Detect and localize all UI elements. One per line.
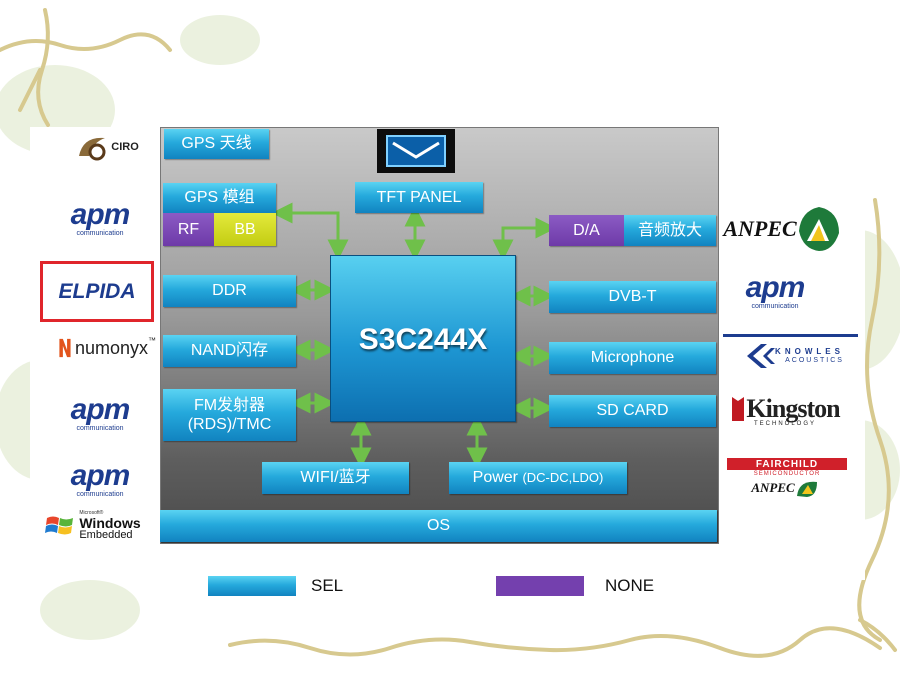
rf-block: RF bbox=[163, 213, 214, 246]
power-label: Power bbox=[472, 469, 518, 487]
fairchild-banner: FAIRCHILD bbox=[727, 458, 847, 470]
apm-sub-text: communication bbox=[76, 424, 124, 432]
wifi-label: WIFI/蓝牙 bbox=[300, 469, 371, 487]
fairchild-text: FAIRCHILD bbox=[755, 458, 819, 470]
ciro-swoosh-icon bbox=[79, 137, 106, 161]
apm-text: apm bbox=[70, 458, 131, 492]
tft-panel-label: TFT PANEL bbox=[376, 188, 462, 206]
ddr-label: DDR bbox=[212, 282, 247, 300]
numonyx-text: numonyx bbox=[74, 337, 148, 358]
numonyx-tm-text: ™ bbox=[148, 336, 156, 345]
apm-logo-2: apm communication bbox=[55, 392, 145, 434]
knowles-top-rule bbox=[723, 334, 858, 337]
nand-block: NAND闪存 bbox=[163, 335, 296, 367]
apm-sub-text: communication bbox=[76, 229, 124, 237]
gps-module-label: GPS 模组 bbox=[184, 189, 255, 207]
knowles-logo: KNOWLES ACOUSTICS bbox=[725, 340, 860, 372]
cpu-label: S3C244X bbox=[358, 323, 488, 356]
fm-label-line1: FM发射器 bbox=[193, 396, 266, 414]
windows-flag-icon bbox=[45, 516, 74, 535]
legend-sel-label: SEL bbox=[311, 576, 344, 595]
power-sub-label: (DC-DC,LDO) bbox=[522, 470, 604, 486]
windows-ms-text: Microsoft® bbox=[79, 510, 104, 516]
gps-antenna-block: GPS 天线 bbox=[164, 129, 269, 159]
legend-none-label: NONE bbox=[605, 576, 655, 595]
anpec2-emblem-icon bbox=[796, 481, 817, 497]
tft-panel-icon bbox=[377, 129, 455, 173]
power-block: Power (DC-DC,LDO) bbox=[449, 462, 627, 494]
knowles-text: KNOWLES bbox=[775, 346, 844, 356]
kingston-sub-text: TECHNOLOGY bbox=[753, 420, 816, 427]
windows-main-text: Windows bbox=[79, 515, 141, 531]
elpida-text: ELPIDA bbox=[58, 279, 136, 303]
bb-block: BB bbox=[214, 213, 276, 246]
sd-card-label: SD CARD bbox=[596, 402, 669, 420]
gps-module-block: GPS 模组 bbox=[163, 183, 276, 213]
da-block: D/A bbox=[549, 215, 624, 246]
apm-text: apm bbox=[70, 392, 131, 426]
apm-logo-right: apm communication bbox=[730, 270, 820, 312]
apm-logo-3: apm communication bbox=[55, 458, 145, 500]
legend-none-swatch bbox=[496, 576, 584, 596]
apm-sub-text: communication bbox=[76, 490, 124, 498]
kingston-text: Kingston bbox=[746, 393, 840, 423]
anpec-logo-1: ANPEC bbox=[722, 203, 842, 255]
ciro-logo: CIRO bbox=[62, 130, 152, 164]
microphone-block: Microphone bbox=[549, 342, 716, 374]
da-label: D/A bbox=[573, 221, 600, 239]
os-block: OS bbox=[160, 510, 717, 542]
knowles-chevron-icon bbox=[747, 344, 776, 368]
right-logo-panel bbox=[720, 190, 865, 580]
kingston-crown-icon bbox=[732, 396, 745, 421]
apm-text: apm bbox=[745, 270, 806, 304]
microphone-label: Microphone bbox=[590, 349, 675, 367]
ciro-text: CIRO bbox=[111, 141, 139, 153]
fairchild-sub: SEMICONDUCTOR bbox=[753, 471, 821, 477]
dvbt-block: DVB-T bbox=[549, 281, 716, 313]
rf-label: RF bbox=[177, 220, 200, 238]
nand-label: NAND闪存 bbox=[190, 342, 269, 360]
windows-sub-text: Embedded bbox=[79, 529, 133, 541]
anpec2-text: ANPEC bbox=[751, 480, 795, 495]
legend-sel-swatch bbox=[208, 576, 296, 596]
knowles-sub-text: ACOUSTICS bbox=[785, 356, 844, 364]
elpida-logo: ELPIDA bbox=[40, 261, 154, 322]
cpu-block: S3C244X bbox=[330, 255, 516, 422]
anpec-emblem-icon bbox=[798, 207, 839, 251]
left-logo-panel bbox=[30, 127, 160, 542]
apm-sub-text: communication bbox=[751, 302, 799, 310]
sd-card-block: SD CARD bbox=[549, 395, 716, 427]
windows-embedded-logo: Microsoft® Windows Embedded bbox=[34, 511, 152, 541]
audio-amp-label: 音频放大 bbox=[637, 221, 702, 239]
numonyx-n-icon bbox=[59, 338, 71, 358]
apm-logo-1: apm communication bbox=[55, 197, 145, 239]
bb-label: BB bbox=[234, 220, 256, 238]
anpec-text: ANPEC bbox=[723, 216, 797, 241]
fm-label-line2: (RDS)/TMC bbox=[187, 416, 272, 433]
os-label: OS bbox=[426, 517, 451, 535]
anpec-logo-2: ANPEC bbox=[730, 476, 840, 500]
audio-amp-block: 音频放大 bbox=[624, 215, 716, 246]
tft-panel-block: TFT PANEL bbox=[355, 182, 483, 213]
ddr-block: DDR bbox=[163, 275, 296, 307]
kingston-logo: Kingston TECHNOLOGY bbox=[725, 388, 845, 432]
apm-text: apm bbox=[70, 197, 131, 231]
fm-transmitter-block: FM发射器 (RDS)/TMC bbox=[163, 389, 296, 441]
gps-antenna-label: GPS 天线 bbox=[181, 135, 252, 153]
dvbt-label: DVB-T bbox=[608, 288, 657, 306]
wifi-bluetooth-block: WIFI/蓝牙 bbox=[262, 462, 409, 494]
